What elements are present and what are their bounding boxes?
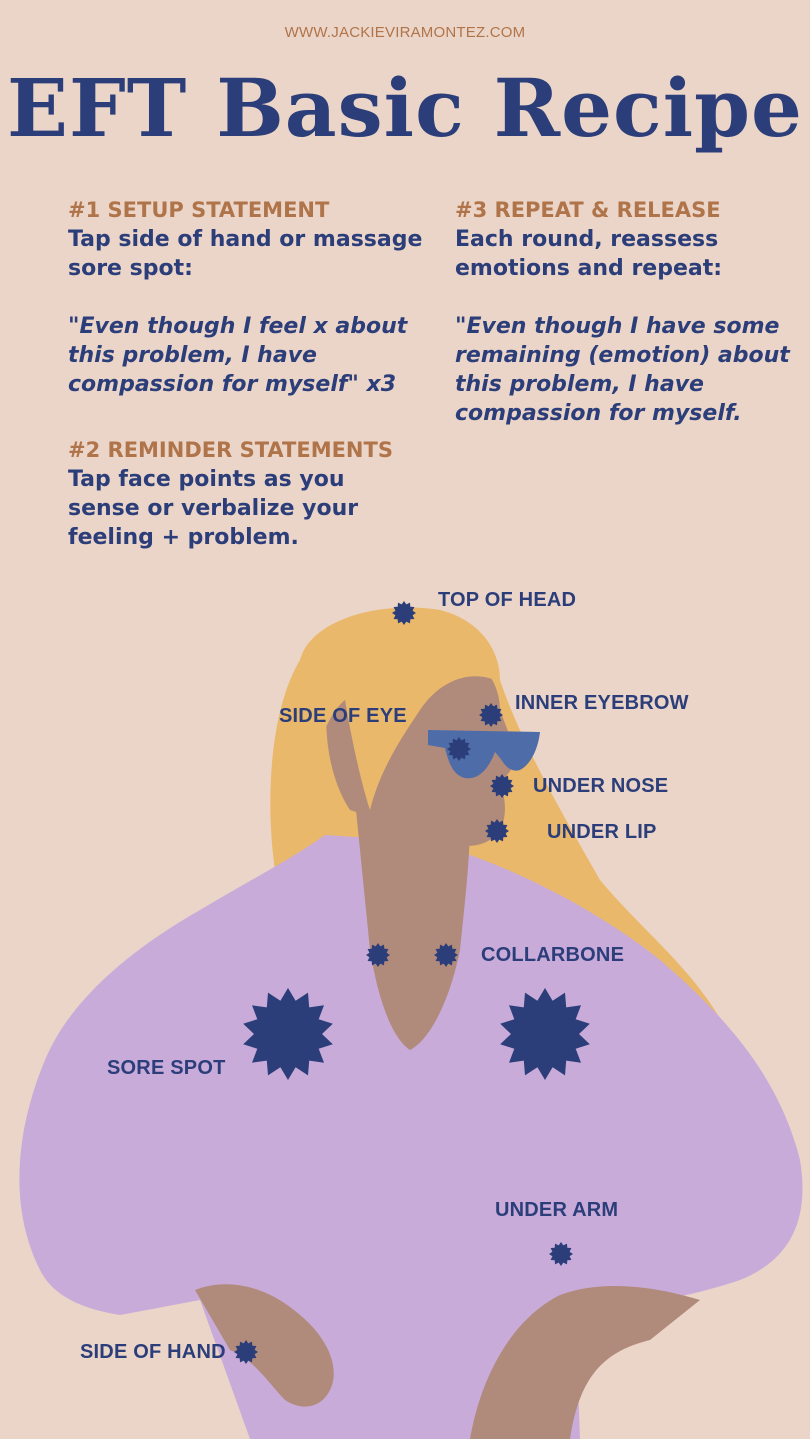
side-of-hand-marker [234, 1340, 258, 1364]
step-body: Each round, reassess emotions and repeat… [455, 227, 723, 281]
website-url: WWW.JACKIEVIRAMONTEZ.COM [284, 24, 526, 41]
neck [355, 800, 470, 1050]
under-arm-marker [549, 1242, 573, 1266]
sore-spot-right-marker [500, 988, 590, 1080]
sore-spot-left-marker [243, 988, 333, 1080]
hair-front [300, 618, 495, 810]
step-repeat-release: #3 REPEAT & RELEASE Each round, reassess… [455, 196, 795, 428]
label-under-lip: UNDER LIP [547, 821, 657, 843]
step-heading: #3 REPEAT & RELEASE [455, 198, 721, 222]
inner-eyebrow-marker [479, 703, 503, 727]
step-quote: "Even though I have some remaining (emot… [455, 314, 790, 426]
label-under-nose: UNDER NOSE [533, 775, 669, 797]
step-heading: #2 REMINDER STATEMENTS [68, 438, 393, 462]
label-inner-eyebrow: INNER EYEBROW [515, 692, 689, 714]
side-of-eye-marker [447, 737, 471, 761]
label-under-arm: UNDER ARM [495, 1199, 619, 1221]
step-heading: #1 SETUP STATEMENT [68, 198, 330, 222]
step-quote: "Even though I feel x about this problem… [68, 314, 408, 397]
woman-illustration [19, 601, 803, 1439]
tapping-points [234, 601, 590, 1364]
step-setup-statement: #1 SETUP STATEMENT Tap side of hand or m… [68, 196, 428, 399]
label-sore-spot: SORE SPOT [107, 1057, 226, 1079]
under-lip-marker [485, 819, 509, 843]
step-body: Tap side of hand or massage sore spot: [68, 227, 423, 281]
collarbone-left-marker [366, 943, 390, 967]
right-hand [470, 1285, 700, 1439]
label-collarbone: COLLARBONE [481, 944, 625, 966]
label-side-of-hand: SIDE OF HAND [80, 1341, 226, 1363]
under-nose-marker [490, 774, 514, 798]
left-hand [195, 1284, 334, 1407]
step-reminder-statements: #2 REMINDER STATEMENTS Tap face points a… [68, 436, 398, 552]
top-of-head-marker [392, 601, 416, 625]
page-title: EFT Basic Recipe [7, 61, 803, 155]
label-side-of-eye: SIDE OF EYE [279, 705, 407, 727]
label-top-of-head: TOP OF HEAD [438, 589, 577, 611]
step-body: Tap face points as you sense or verbaliz… [68, 467, 359, 550]
collarbone-right-marker [434, 943, 458, 967]
